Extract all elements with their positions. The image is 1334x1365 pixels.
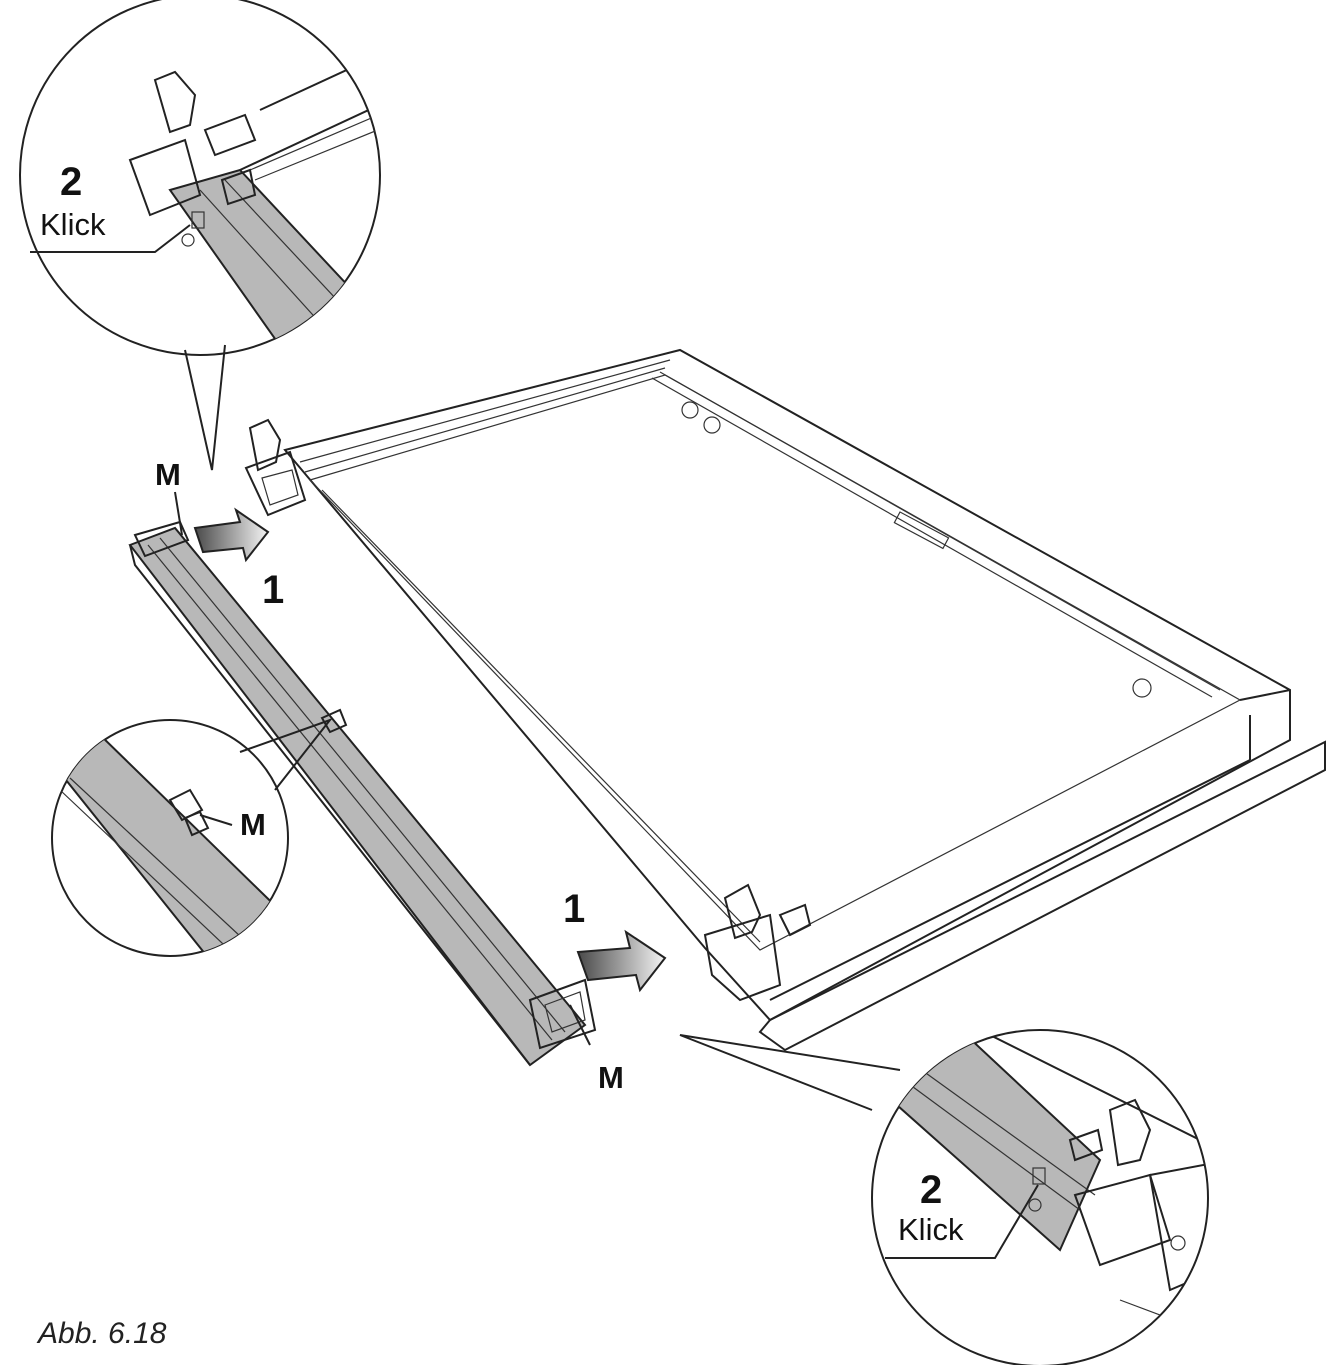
step-1-number-bottom: 1 xyxy=(563,887,585,931)
door-rail xyxy=(128,520,597,1067)
step-2-klick-bottom-right: Klick xyxy=(898,1212,964,1247)
figure-caption: Abb. 6.18 xyxy=(36,1317,167,1350)
detail-circle-top-left xyxy=(19,0,381,471)
leader-marker-top xyxy=(174,491,183,536)
step-1-number-top: 1 xyxy=(262,568,284,612)
push-arrow-top xyxy=(193,507,270,563)
leader-marker-bottom xyxy=(569,1004,591,1046)
push-arrow-bottom xyxy=(576,929,667,993)
frame-clip-top xyxy=(244,418,307,517)
frame-clip-bottom xyxy=(703,883,812,1002)
step-2-number-bottom-right: 2 xyxy=(920,1168,942,1212)
detail-circle-middle-left xyxy=(51,717,333,957)
marker-m-middle: M xyxy=(240,807,266,842)
marker-m-bottom: M xyxy=(598,1060,624,1095)
detail-circle-bottom-right xyxy=(679,1029,1209,1365)
marker-m-top: M xyxy=(155,457,181,492)
step-2-klick-top-left: Klick xyxy=(40,207,106,242)
door-frame xyxy=(283,348,1326,1052)
step-2-number-top-left: 2 xyxy=(60,160,82,204)
